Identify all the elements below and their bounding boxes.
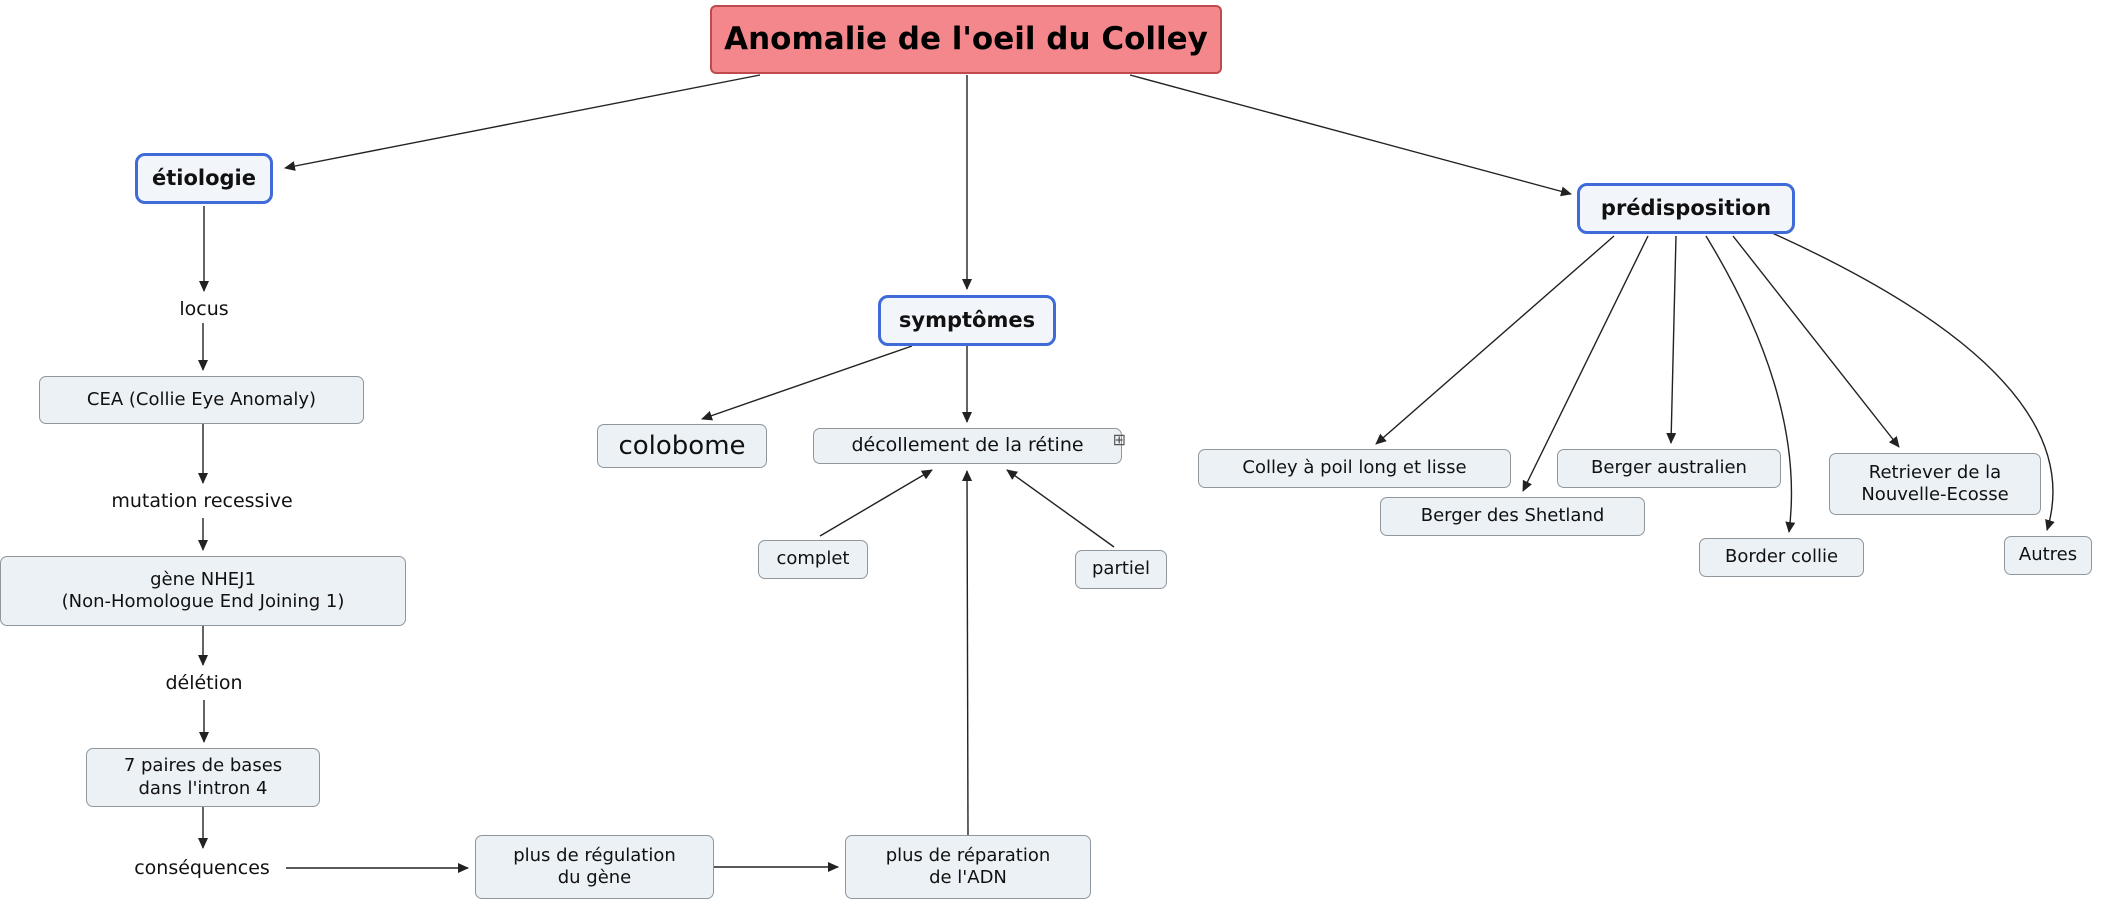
edge-predisposition-retriever [1732,235,1900,448]
node-colobome[interactable]: colobome [597,424,767,468]
edge-symptomes-colobome [701,345,913,421]
node-partiel[interactable]: partiel [1075,550,1167,589]
edge-title-predisposition [1129,74,1572,197]
node-retriever-nouvelle-ecosse[interactable]: Retriever de la Nouvelle-Ecosse [1829,453,2041,515]
edge-predisposition-colley [1375,235,1615,445]
node-complet[interactable]: complet [758,540,868,579]
edge-reparation-decollement [962,470,973,836]
edge-complet-decollement [819,469,933,537]
node-border-collie[interactable]: Border collie [1699,538,1864,577]
resource-icon[interactable]: ⊞ [1112,430,1126,449]
edge-title-etiologie [284,74,761,171]
link-label-deletion[interactable]: délétion [162,672,246,694]
node-predisposition[interactable]: prédisposition [1577,183,1795,234]
node-berger-shetland[interactable]: Berger des Shetland [1380,497,1645,536]
node-decollement-label: décollement de la rétine [851,434,1084,457]
node-title[interactable]: Anomalie de l'oeil du Colley [710,5,1222,74]
edge-predisposition-australien [1666,235,1677,444]
node-regulation-gene[interactable]: plus de régulation du gène [475,835,714,899]
edge-partiel-decollement [1006,469,1115,548]
node-cea[interactable]: CEA (Collie Eye Anomaly) [39,376,364,424]
node-autres[interactable]: Autres [2004,536,2092,575]
node-reparation-adn[interactable]: plus de réparation de l'ADN [845,835,1091,899]
link-label-consequences[interactable]: conséquences [131,857,273,879]
node-etiologie[interactable]: étiologie [135,153,273,204]
link-label-locus[interactable]: locus [176,298,232,320]
node-decollement[interactable]: décollement de la rétine ⊞ [813,428,1126,464]
node-berger-australien[interactable]: Berger australien [1557,449,1781,488]
node-symptomes[interactable]: symptômes [878,295,1056,346]
link-label-mutation[interactable]: mutation recessive [108,490,296,512]
node-colley-poil-long[interactable]: Colley à poil long et lisse [1198,449,1511,488]
node-gene-nhej1[interactable]: gène NHEJ1 (Non-Homologue End Joining 1) [0,556,406,626]
node-7-paires[interactable]: 7 paires de bases dans l'intron 4 [86,748,320,807]
